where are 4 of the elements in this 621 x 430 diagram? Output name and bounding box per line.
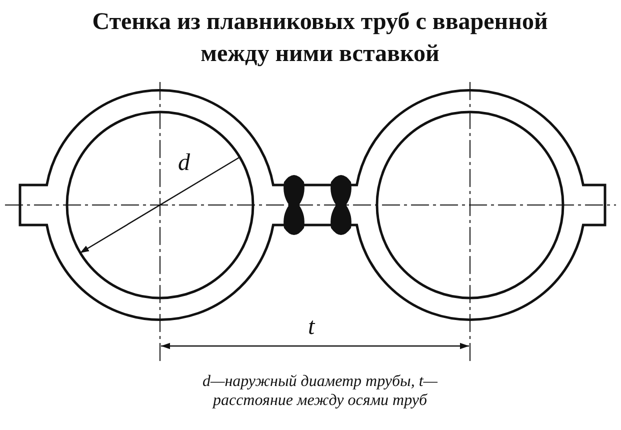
title: Стенка из плавниковых труб с вваренной между ними вставкой [91,8,549,69]
dimension-label: t [308,314,315,340]
dimension-label: d [178,150,190,176]
caption: d—наружный диаметр трубы, t—расстояние между осями труб [201,372,439,410]
